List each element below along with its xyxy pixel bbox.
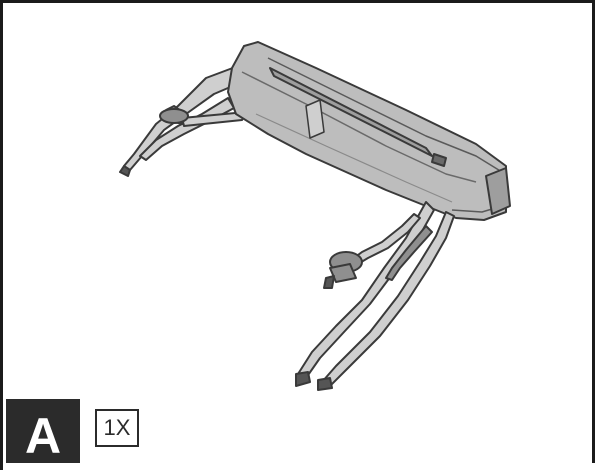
right-leg [295, 201, 455, 391]
part-letter-badge: A [6, 399, 80, 473]
part-letter: A [24, 408, 62, 464]
quantity-badge: 1X [95, 409, 139, 447]
bottom-margin [3, 463, 595, 473]
left-leg [119, 65, 247, 177]
part-illustration [119, 41, 511, 391]
quantity-label: 1X [103, 415, 131, 440]
rail-body [227, 41, 511, 221]
